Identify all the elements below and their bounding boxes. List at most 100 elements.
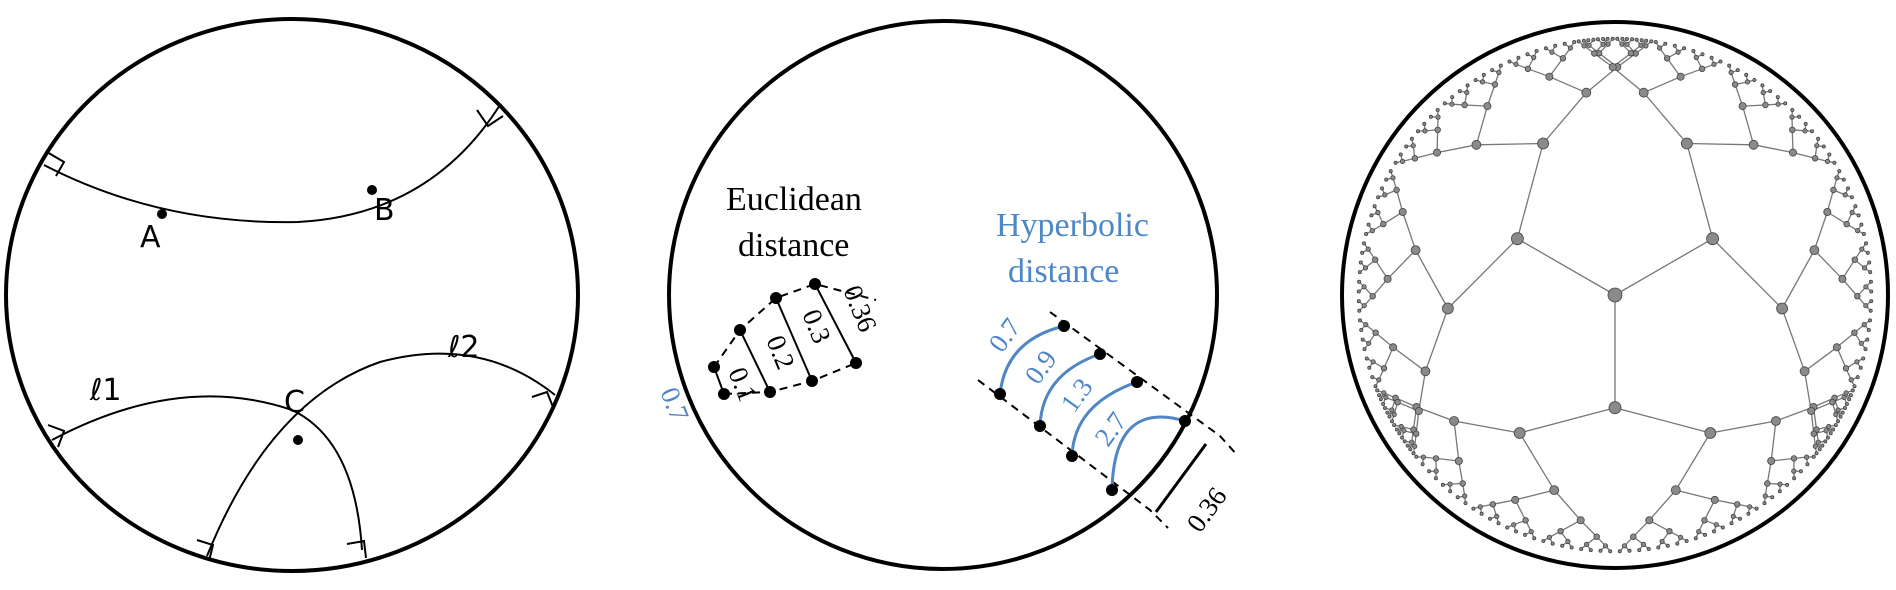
tree-node <box>1414 454 1419 459</box>
tree-node <box>1844 401 1849 406</box>
tree-node <box>1382 192 1388 198</box>
tree-node <box>1838 414 1843 419</box>
tree-node <box>1390 175 1396 181</box>
tree-node <box>1656 545 1661 550</box>
tree-node <box>1523 532 1528 537</box>
tree-node <box>1465 83 1470 88</box>
tree-node <box>1834 175 1840 181</box>
label-a: A <box>140 220 161 255</box>
tree-node <box>1541 539 1546 544</box>
label-l1: ℓ1 <box>89 373 121 408</box>
tree-edge <box>1803 371 1812 412</box>
tree-node <box>1783 101 1788 106</box>
left-panel <box>4 17 580 573</box>
tree-node <box>1831 427 1836 432</box>
tree-node <box>1848 377 1854 383</box>
tree-edge <box>1519 432 1555 491</box>
tree-node <box>1385 410 1390 415</box>
tree-node <box>1420 366 1431 377</box>
tree-node <box>1411 155 1419 162</box>
tree-node <box>1829 399 1836 406</box>
tree-node <box>1461 101 1468 109</box>
tree-edge <box>1686 142 1754 146</box>
tree-node <box>1543 46 1548 51</box>
tree-node <box>1812 443 1818 449</box>
tree-node <box>1709 55 1714 60</box>
tree-node <box>1863 347 1868 352</box>
tree-node <box>1435 114 1441 120</box>
tree-node <box>1799 366 1810 377</box>
right-panel <box>1340 20 1890 570</box>
euclid-dot <box>770 292 782 304</box>
tree-node <box>1534 49 1539 54</box>
tree-node <box>1584 541 1590 548</box>
hyper-dot <box>1179 415 1191 427</box>
tree-node <box>1815 439 1821 445</box>
tree-node <box>1731 81 1739 88</box>
tree-node <box>1505 525 1510 530</box>
label-b: B <box>374 193 395 228</box>
tree-edge <box>1614 407 1711 434</box>
tree-node <box>1762 501 1767 506</box>
tree-node <box>1462 493 1468 499</box>
tree-node <box>1591 50 1598 57</box>
tree-node <box>1412 443 1418 449</box>
tree-node <box>1496 521 1501 526</box>
tree-node <box>1840 410 1845 415</box>
tree-node <box>1450 95 1455 100</box>
tree-node <box>1404 144 1409 149</box>
tree-node <box>1832 343 1841 352</box>
tree-node <box>1447 481 1453 487</box>
tree-node <box>1545 72 1554 81</box>
tree-node <box>1810 129 1815 134</box>
tree-node <box>1398 207 1407 216</box>
tree-node <box>1762 101 1769 109</box>
tree-node <box>1718 59 1723 64</box>
tree-node <box>1859 222 1864 227</box>
right-disk-boundary <box>1340 20 1890 570</box>
tree-node <box>1809 245 1820 256</box>
tree-node <box>1473 78 1478 83</box>
tree-node <box>1449 101 1455 107</box>
tree-node <box>1624 41 1630 47</box>
tree-node <box>1638 42 1644 48</box>
hyper-value-3: 1.3 <box>1055 373 1099 418</box>
tree-node <box>1824 158 1831 164</box>
tree-node <box>1762 493 1768 499</box>
tree-node <box>1433 476 1438 481</box>
tree-node <box>1615 36 1620 41</box>
tree-node <box>1516 55 1521 60</box>
tree-node <box>1733 501 1741 508</box>
tree-node <box>1602 543 1609 549</box>
tree-node <box>1676 72 1685 81</box>
tree-node <box>1777 481 1783 487</box>
hyper-dot <box>994 388 1006 400</box>
tree-node <box>1811 454 1816 459</box>
tree-node <box>1405 443 1410 448</box>
tree-node <box>1833 423 1838 428</box>
tree-node <box>1627 50 1635 57</box>
tree-node <box>1359 327 1364 332</box>
tree-node <box>1764 480 1771 487</box>
tree-node <box>1464 89 1470 96</box>
tree-node <box>1802 128 1808 134</box>
tree-node <box>1868 279 1873 284</box>
tree-node <box>1776 302 1788 315</box>
tree-edge <box>1675 489 1715 501</box>
tree-node <box>1397 431 1402 436</box>
tree-edge <box>1415 249 1449 309</box>
tree-node <box>1607 287 1623 303</box>
tree-node <box>1646 547 1651 552</box>
tree-node <box>1363 321 1369 328</box>
tree-node <box>1693 54 1699 61</box>
tree-node <box>1601 37 1606 42</box>
geodesic-l2 <box>206 352 556 557</box>
tree-node <box>1588 548 1593 553</box>
tree-edge <box>1643 76 1681 94</box>
tree-node <box>1411 451 1416 456</box>
tree-node <box>1869 289 1874 294</box>
tree-edge <box>1804 346 1838 372</box>
tree-node <box>1391 411 1397 417</box>
tree-edge <box>1387 249 1417 280</box>
tree-node <box>1630 533 1637 540</box>
